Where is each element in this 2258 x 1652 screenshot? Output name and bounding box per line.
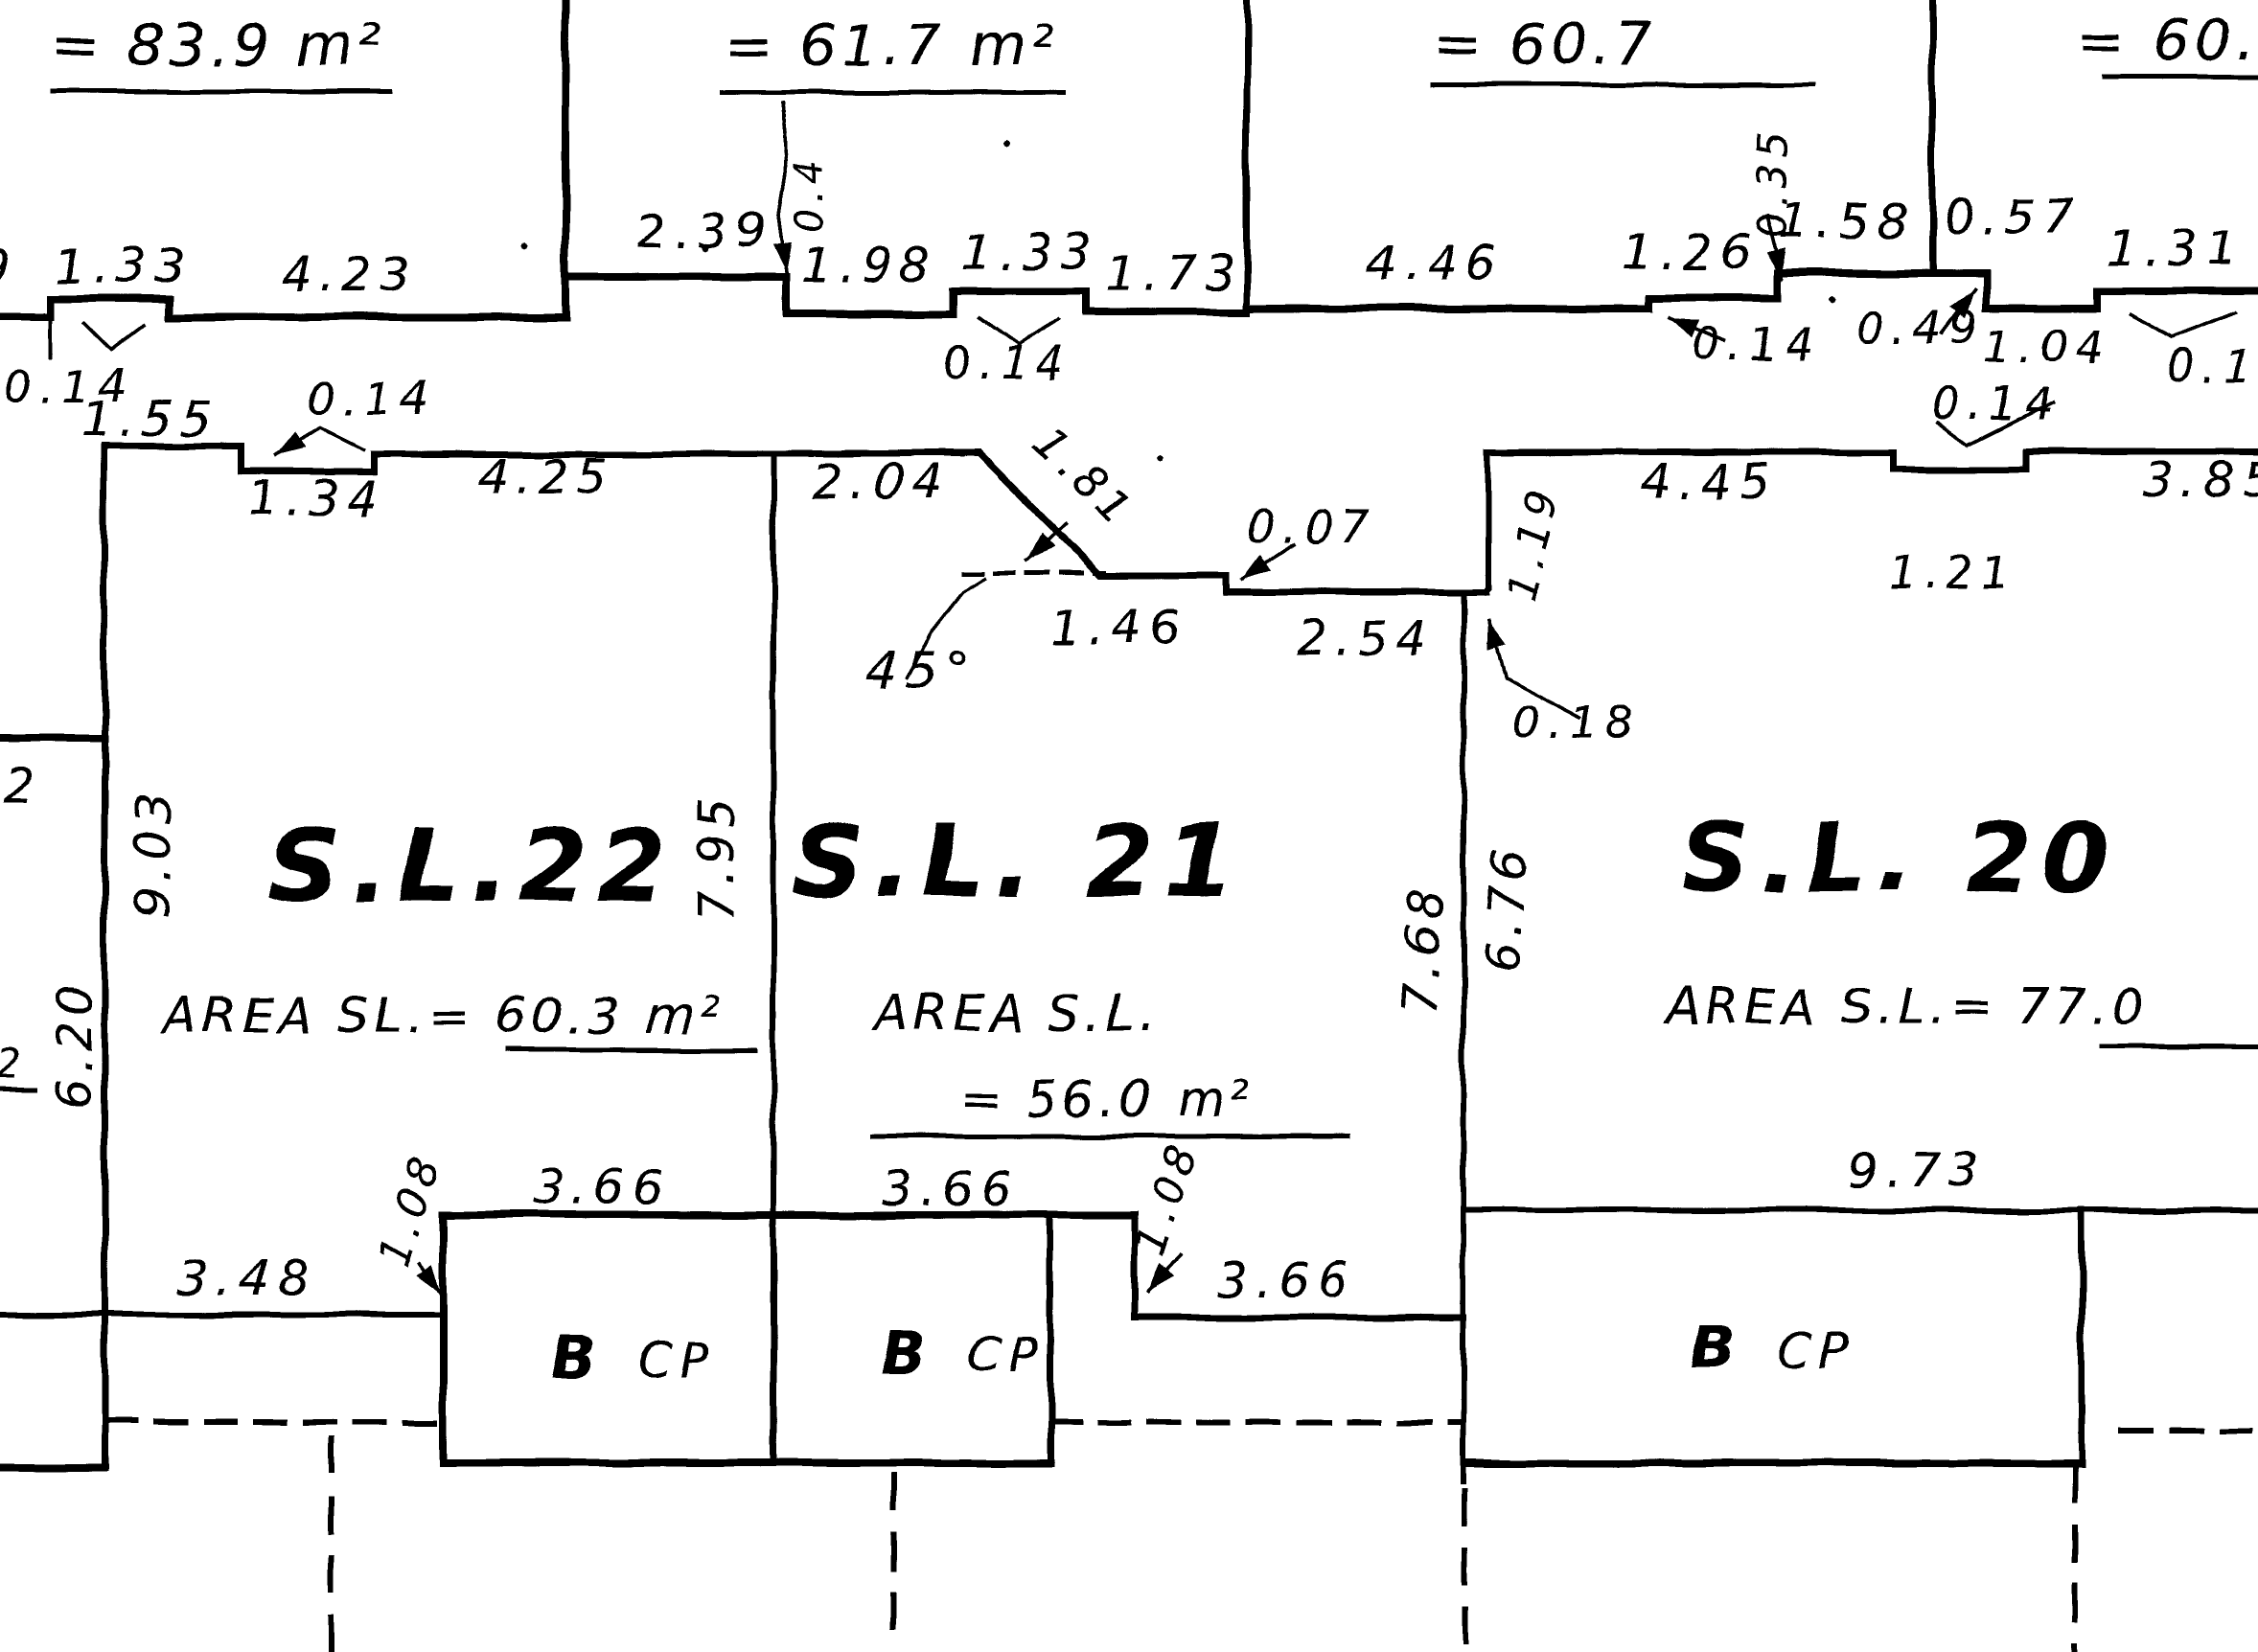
- dimension-label: 1.98: [801, 238, 938, 293]
- dimension-label: 3.48: [178, 1250, 315, 1306]
- dimension-label: 1.55: [81, 392, 218, 447]
- leader-45deg: [905, 576, 988, 679]
- dimension-label: 0.14: [943, 337, 1071, 389]
- lot-label-sl21: S.L. 21: [792, 803, 1243, 920]
- dimension-label: 9.73: [1849, 1142, 1986, 1198]
- upper-area-83-9: = 83.9 m²: [51, 12, 386, 80]
- leader-0-07-arrowhead: [1243, 555, 1273, 580]
- carport-b-3: B: [1690, 1313, 1737, 1383]
- leader-1-81-arrowhead: [1027, 533, 1055, 560]
- leader-1-08-left-arrowhead: [415, 1263, 440, 1293]
- dimension-label: 1.34: [247, 470, 384, 526]
- dimension-label: 3.85: [2143, 452, 2258, 508]
- dimension-label: 4.46: [1366, 236, 1503, 291]
- dimension-label: 0.14: [1693, 319, 1821, 371]
- dimension-label: 1.46: [1049, 600, 1187, 655]
- area-text-sl21-line2: = 56.0 m²: [959, 1071, 1256, 1129]
- dimension-label: 0.18: [1512, 697, 1641, 748]
- leader-0-49-arrowhead: [1948, 289, 1974, 318]
- dimension-label: 0.57: [1943, 190, 2080, 245]
- dimension-label: 0.07: [1247, 501, 1375, 553]
- angle-label: 45°: [866, 642, 978, 700]
- partial-neighbor-2b: 2: [0, 1043, 28, 1087]
- carport-b-1: B: [551, 1322, 598, 1392]
- dimension-label: 1.33: [961, 224, 1098, 280]
- dimension-label: 0.35: [1749, 126, 1796, 239]
- unit-60-7-bottom-boundary: [1243, 269, 2258, 312]
- leader-1-08-right-arrowhead: [1148, 1262, 1175, 1291]
- dimension-label: 0.14: [1931, 379, 2060, 430]
- dimension-label: 1.58: [1778, 194, 1915, 249]
- leader-0-14-c-arrowhead: [1670, 318, 1700, 339]
- upper-area-60-x: = 60.: [2077, 7, 2258, 74]
- dimension-label: 2.04: [813, 454, 950, 510]
- dimension-label: 3.66: [882, 1161, 1019, 1217]
- carport-cp-2: CP: [967, 1327, 1045, 1383]
- scan-speck: [701, 244, 708, 252]
- leader-61-7-arrowhead: [772, 241, 792, 272]
- dimension-label: 6.76: [1474, 840, 1538, 974]
- vee-notch-3: [2129, 310, 2238, 340]
- dimension-label: 3.66: [1217, 1252, 1354, 1308]
- dimension-label: 4.25: [477, 449, 614, 505]
- lot-label-sl20: S.L. 20: [1681, 802, 2118, 914]
- unit-83-9-bottom-boundary: [0, 295, 569, 321]
- carport-cp-3: CP: [1778, 1322, 1855, 1378]
- dimension-label: 1.73: [1105, 245, 1242, 301]
- area-text-sl21-line1: AREA S.L.: [872, 985, 1160, 1043]
- dimension-label: 0.49: [1856, 302, 1985, 354]
- dimension-label: 1.08: [1126, 1135, 1209, 1261]
- scan-speck: [519, 243, 527, 251]
- scan-speck: [1002, 140, 1010, 148]
- dimension-label: 1.31: [2107, 220, 2244, 276]
- dimension-label: 0.14: [2167, 341, 2258, 393]
- dimension-label: 9.03: [126, 788, 181, 917]
- dimension-label: 7.95: [689, 792, 745, 921]
- dimension-label: 6.20: [47, 979, 103, 1109]
- vee-notch-1: [81, 321, 148, 354]
- partial-neighbor-2: 2: [5, 759, 43, 815]
- sl21-lower-right-step: [1131, 1211, 1467, 1321]
- dimension-label: 1.04: [1983, 321, 2111, 373]
- dimension-label: 2.39: [636, 203, 773, 259]
- upper-area-61-7: = 61.7 m²: [724, 12, 1059, 80]
- dimension-label: 0.14: [5, 361, 133, 413]
- dimension-label: 1.33: [55, 239, 192, 294]
- lot-label-sl22: S.L.22: [269, 808, 677, 925]
- scan-speck: [1157, 454, 1164, 462]
- caret-sl22-notch-arrowhead: [277, 431, 307, 455]
- area-text-sl22: AREA SL.= 60.3 m²: [161, 988, 724, 1045]
- dimension-label: 4.45: [1640, 454, 1777, 510]
- area-text-sl20: AREA S.L.= 77.0: [1664, 978, 2149, 1036]
- dimension-label: 3.66: [533, 1159, 670, 1215]
- dimension-label: 2.54: [1297, 611, 1434, 667]
- carport-b-2: B: [881, 1318, 928, 1388]
- dimension-label: 1.26: [1622, 224, 1759, 280]
- upper-area-60-7: = 60.7: [1434, 11, 1657, 78]
- leader-0-35-arrowhead: [1765, 248, 1786, 279]
- carport-cp-1: CP: [637, 1332, 715, 1388]
- sl20-upper-left-edge: [1480, 449, 1491, 597]
- vee-notch-2: [977, 315, 1060, 348]
- dimension-label: 4.23: [281, 246, 418, 302]
- dimension-label: 7.68: [1391, 882, 1455, 1015]
- dimension-label: 0.4: [788, 154, 832, 233]
- dimension-label: 1.19: [1498, 481, 1566, 605]
- dimension-label: 1.21: [1889, 547, 2017, 599]
- vee-sl20-notch: [1935, 400, 2056, 447]
- dim-9-partial: 9: [0, 241, 19, 296]
- unit-61-7-bottom-boundary: [562, 273, 1251, 317]
- leader-0-18-arrowhead: [1488, 621, 1508, 652]
- dimension-label: 0.14: [308, 373, 436, 424]
- sl20-top-boundary: [1485, 447, 2258, 473]
- scan-speck: [1829, 296, 1836, 304]
